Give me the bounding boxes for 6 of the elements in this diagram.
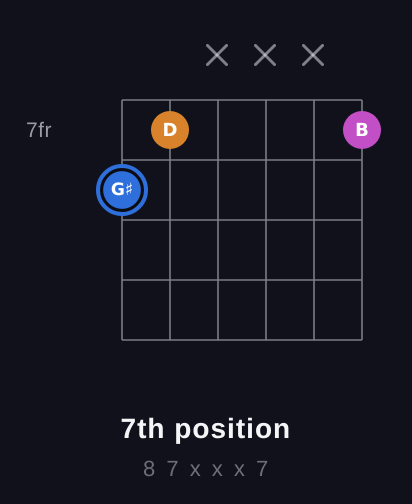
note-dot: D (151, 111, 189, 149)
note-dot: B (343, 111, 381, 149)
fingering-caption: 8 7 x x x 7 (143, 455, 271, 483)
fret-number-label: 7fr (26, 119, 52, 143)
ringed-note-dot: G♯ (96, 164, 148, 216)
chord-position-title: 7th position (120, 412, 292, 446)
